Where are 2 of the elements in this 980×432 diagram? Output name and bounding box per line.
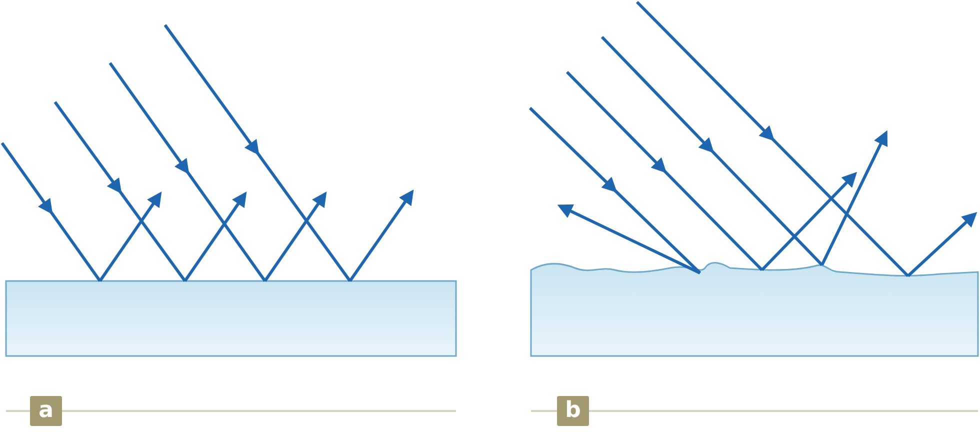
- panel-label: b: [557, 396, 589, 426]
- panel-label: a: [30, 396, 62, 426]
